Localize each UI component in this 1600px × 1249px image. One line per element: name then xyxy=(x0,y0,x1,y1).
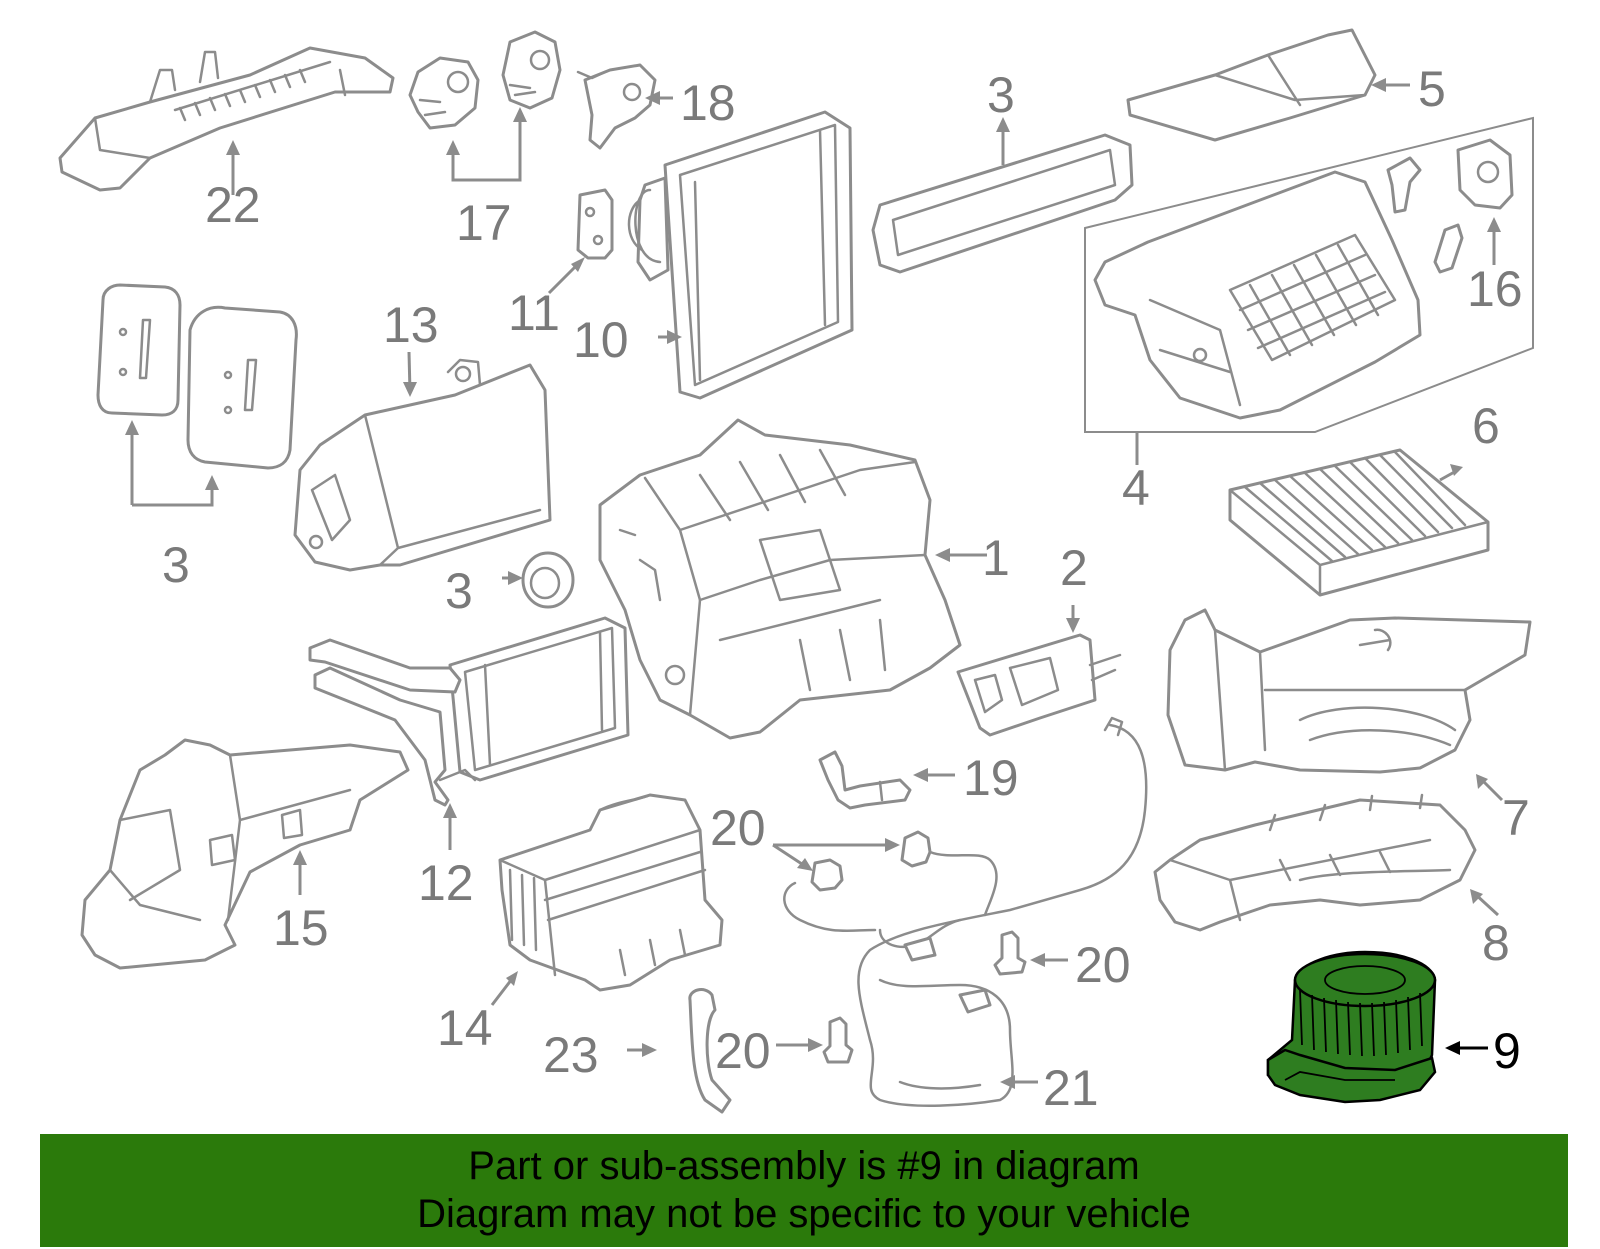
callout-20-c: 20 xyxy=(715,1023,771,1079)
callout-10: 10 xyxy=(573,312,629,368)
callout-6: 6 xyxy=(1472,398,1500,454)
part-5-panel xyxy=(1126,28,1377,142)
callout-5: 5 xyxy=(1418,61,1446,117)
part-1-hvac-housing xyxy=(598,418,962,740)
callout-15: 15 xyxy=(273,900,329,956)
callout-1: 1 xyxy=(982,530,1010,586)
callout-21: 21 xyxy=(1043,1060,1099,1116)
part-6-cabin-filter xyxy=(1228,448,1490,597)
part-13-housing-cover xyxy=(293,358,552,572)
callout-labels: 22 17 18 3 5 16 11 10 13 3 4 6 1 3 2 7 1… xyxy=(162,61,1530,1116)
part-14-distribution-box xyxy=(498,793,724,992)
callout-16: 16 xyxy=(1467,261,1523,317)
callout-3-left: 3 xyxy=(162,537,190,593)
callout-7: 7 xyxy=(1502,790,1530,846)
part-17-actuators xyxy=(408,30,562,130)
callout-20-b: 20 xyxy=(1075,937,1131,993)
banner-line-1: Part or sub-assembly is #9 in diagram xyxy=(468,1144,1140,1188)
part-8-blower-housing-upper xyxy=(1153,793,1477,932)
callout-3-mid: 3 xyxy=(445,563,473,619)
banner-line-2: Diagram may not be specific to your vehi… xyxy=(417,1192,1191,1236)
callout-14: 14 xyxy=(437,1000,493,1056)
part-9-blower-motor xyxy=(1266,950,1437,1104)
callout-22: 22 xyxy=(205,177,261,233)
part-2-bracket xyxy=(956,633,1122,737)
callout-23: 23 xyxy=(543,1027,599,1083)
callout-11: 11 xyxy=(508,285,560,341)
callout-18: 18 xyxy=(680,75,736,131)
callout-4: 4 xyxy=(1122,460,1150,516)
callout-20-a: 20 xyxy=(710,800,766,856)
leader-lines xyxy=(125,78,1504,1089)
callout-12: 12 xyxy=(418,855,474,911)
callout-9: 9 xyxy=(1493,1023,1521,1079)
part-12-heater-core xyxy=(308,616,630,807)
part-21-wiring-harness xyxy=(783,716,1148,1108)
part-19-sensor xyxy=(818,750,912,810)
part-23-hose xyxy=(688,988,732,1114)
callout-8: 8 xyxy=(1482,915,1510,971)
part-22-duct xyxy=(58,46,395,192)
part-3-grommet xyxy=(521,551,575,609)
callout-13: 13 xyxy=(383,297,439,353)
part-11-valve xyxy=(576,188,614,260)
part-7-blower-housing xyxy=(1166,608,1532,774)
callout-2: 2 xyxy=(1060,540,1088,596)
leader-9 xyxy=(1445,1041,1488,1055)
part-20-connectors xyxy=(810,830,1027,1064)
part-4-case-assembly xyxy=(1084,116,1534,433)
part-15-duct xyxy=(80,738,410,970)
part-18-actuator xyxy=(576,63,657,150)
callout-19: 19 xyxy=(963,750,1019,806)
part-10-evaporator xyxy=(627,110,854,400)
part-3-seal-top xyxy=(871,133,1134,274)
part-3-pads-left xyxy=(96,283,298,470)
callout-17: 17 xyxy=(456,195,512,251)
info-banner: Part or sub-assembly is #9 in diagram Di… xyxy=(40,1134,1568,1247)
callout-3-top: 3 xyxy=(987,67,1015,123)
